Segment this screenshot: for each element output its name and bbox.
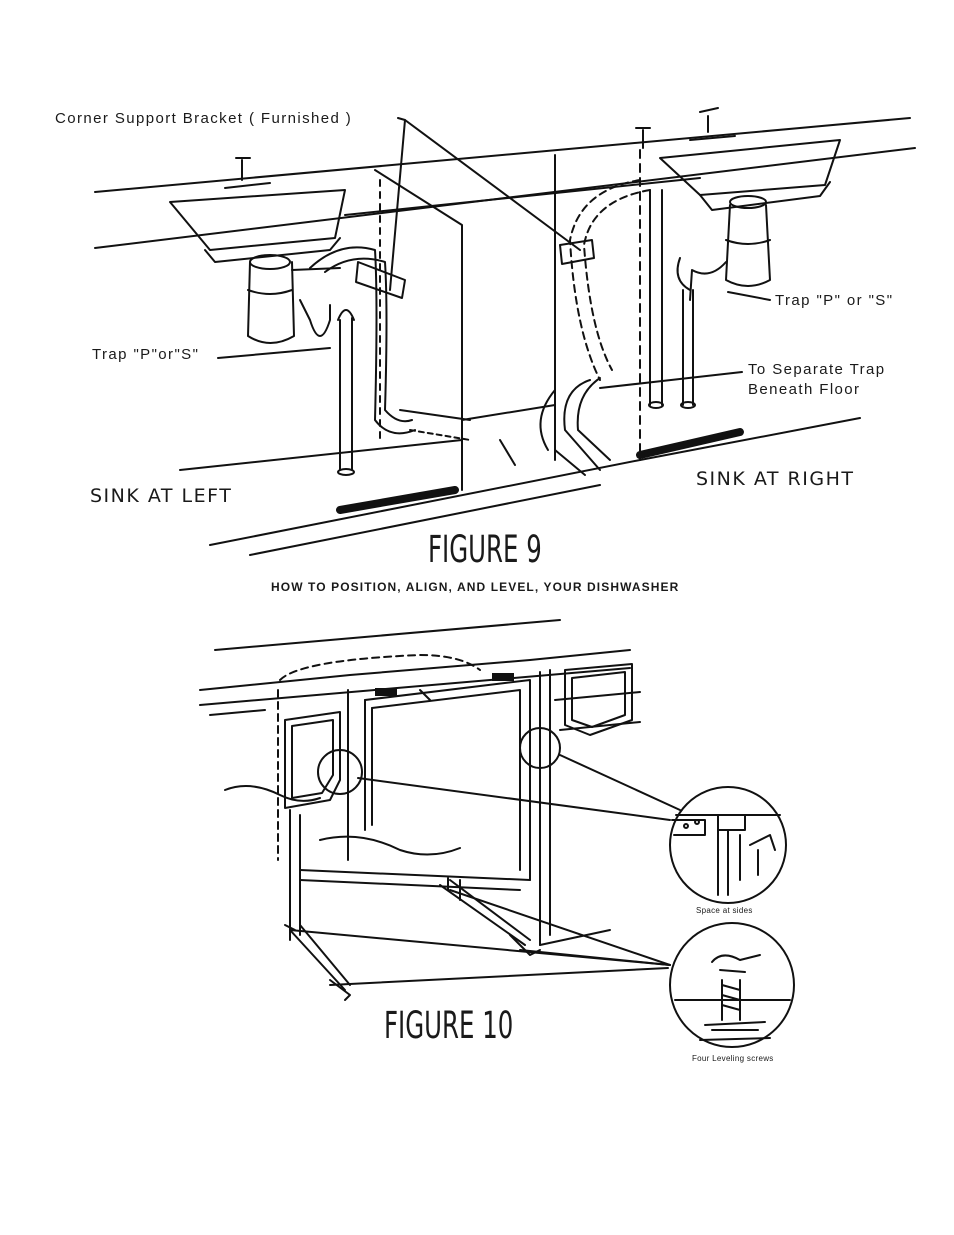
figure-10-title: FIGURE 10 [384, 1004, 513, 1047]
space-at-sides-label: Space at sides [696, 906, 753, 915]
figure-9-title: FIGURE 9 [428, 528, 542, 571]
separate-trap-label-line1: To Separate Trap [748, 361, 885, 378]
figure-caption: HOW TO POSITION, ALIGN, AND LEVEL, YOUR … [271, 580, 679, 594]
leveling-screws-label: Four Leveling screws [692, 1054, 774, 1063]
bracket-label: Corner Support Bracket ( Furnished ) [55, 110, 352, 127]
trap-left-label: Trap "P"or"S" [92, 346, 199, 363]
sink-at-right-label: SINK AT RIGHT [696, 468, 854, 490]
sink-at-left-label: SINK AT LEFT [90, 485, 232, 507]
trap-right-label: Trap "P" or "S" [775, 292, 893, 309]
separate-trap-label-line2: Beneath Floor [748, 381, 860, 398]
